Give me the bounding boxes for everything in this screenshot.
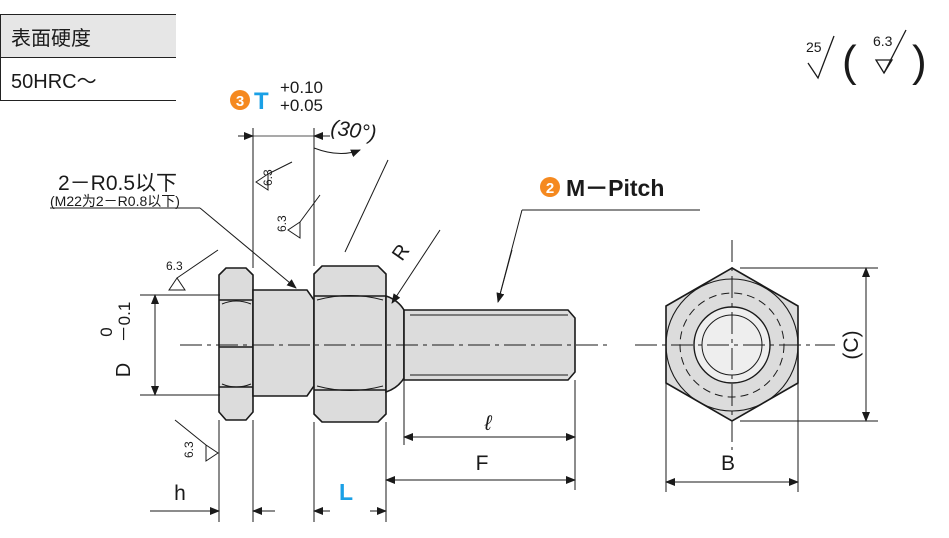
dimension-lines [50, 128, 878, 522]
finish-mark-1: 6.3 [261, 169, 275, 186]
t-tol-lower: +0.05 [280, 96, 323, 115]
f-label: F [476, 452, 489, 475]
finish-mark-2: 6.3 [275, 215, 289, 232]
t-badge [230, 90, 250, 110]
finish-other-value: 6.3 [873, 33, 893, 49]
radius-label: 2－R0.5以下 [58, 172, 177, 195]
t-letter: T [254, 88, 269, 115]
neck [385, 294, 405, 394]
paren-close: ) [912, 37, 927, 86]
r-label: R [388, 240, 414, 264]
right-hex-nut [313, 265, 387, 423]
bolt-end-view [635, 240, 835, 450]
radius-note: (M22为2－R0.8以下) [50, 193, 180, 209]
finish-check-icon [807, 35, 835, 80]
svg-text:3: 3 [236, 93, 244, 110]
m-badge [540, 177, 560, 197]
finish-mark-3: 6.3 [166, 259, 183, 273]
hardness-table: 表面硬度 50HRC～ [0, 14, 176, 101]
d-tol-lower: －0.1 [115, 302, 134, 343]
h-label: h [174, 482, 186, 505]
c-label: (C) [840, 330, 863, 359]
hardness-value: 50HRC～ [0, 57, 176, 101]
svg-text:2: 2 [546, 180, 554, 197]
left-hex-nut [218, 267, 254, 421]
collar [252, 289, 315, 397]
finish-general-value: 25 [806, 39, 822, 55]
ell-label: ℓ [484, 412, 493, 435]
hardness-header: 表面硬度 [0, 14, 176, 58]
d-label: D [113, 363, 135, 377]
finish-marks [168, 161, 321, 462]
finish-mark-4: 6.3 [182, 441, 196, 458]
m-pitch-label: M－Pitch [566, 175, 664, 201]
angle-label: (30°) [329, 116, 378, 145]
paren-open: ( [842, 37, 857, 86]
b-label: B [721, 452, 735, 475]
t-tol-upper: +0.10 [280, 78, 323, 97]
general-surface-finish: 25 ( 6.3 ) [806, 29, 927, 86]
d-tol-upper: 0 [97, 327, 116, 336]
bolt-side-view [180, 265, 610, 423]
l-label: L [339, 479, 353, 505]
